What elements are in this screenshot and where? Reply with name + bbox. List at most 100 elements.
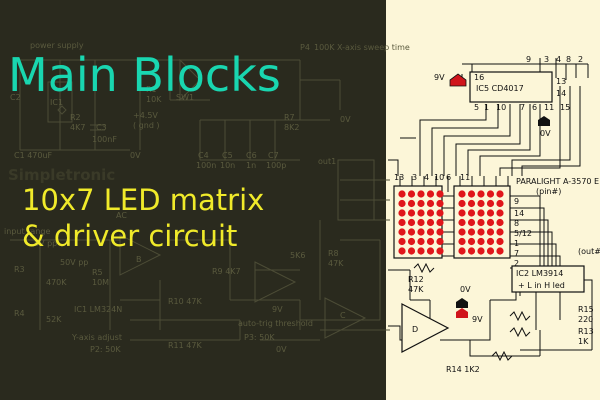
led-dot xyxy=(496,237,504,246)
left-dim-panel xyxy=(0,0,386,400)
c6-label: C6 xyxy=(246,151,257,160)
opamp-triangle-icon xyxy=(401,303,450,353)
row-label-14: 14 xyxy=(514,209,524,218)
col-label-13: 13 xyxy=(394,173,404,182)
led-dot xyxy=(436,218,444,227)
col-label-11: 11 xyxy=(460,173,470,182)
ninev-d-label: 9V xyxy=(472,315,483,324)
led-dot xyxy=(398,218,406,227)
ic5-chip-icon xyxy=(469,71,553,103)
r13-value: 1K xyxy=(578,337,589,346)
row-label-2: 2 xyxy=(514,259,519,268)
col-label-3: 3 xyxy=(412,173,417,182)
led-dot xyxy=(458,228,466,236)
led-dot xyxy=(426,209,435,217)
ic5-pin6: 6 xyxy=(532,103,537,112)
led-dot xyxy=(436,209,444,217)
left-wiring xyxy=(10,59,390,341)
r8-label: R8 xyxy=(328,249,339,258)
led-dot xyxy=(486,209,495,217)
led-dot xyxy=(426,199,435,208)
r10-label: R10 47K xyxy=(168,297,202,306)
c5-value: 10n xyxy=(220,161,235,170)
ic5-pin1: 1 xyxy=(484,103,489,112)
ic2-label: IC2 LM3914 xyxy=(516,269,563,278)
ic-chip-icon xyxy=(337,159,375,221)
out1-label: out1 xyxy=(318,157,336,166)
led-dot xyxy=(417,199,425,208)
c3-value: 100nF xyxy=(92,135,117,144)
ic2-pins-label: + L in H led xyxy=(518,281,565,290)
ic5-label: IC5 CD4017 xyxy=(476,84,524,93)
opamp-triangle-icon xyxy=(179,58,201,102)
r12-label: R12 xyxy=(408,275,424,284)
led-dot xyxy=(477,199,485,208)
led-dot xyxy=(426,218,435,227)
ic5-pin3: 3 xyxy=(544,55,549,64)
led-dot xyxy=(496,199,504,208)
r3-label: R3 xyxy=(14,265,25,274)
led-dot xyxy=(486,247,495,255)
row-label-1: 1 xyxy=(514,239,519,248)
led-dot xyxy=(458,209,466,217)
zerov-d-label: 0V xyxy=(460,285,471,294)
r5-label: R5 xyxy=(92,268,103,277)
r11-label: R11 47K xyxy=(168,341,202,350)
led-dot xyxy=(496,218,504,227)
zerov-c-label: 0V xyxy=(276,345,287,354)
led-dot xyxy=(477,190,485,198)
led-dot xyxy=(398,209,406,217)
r7-value: 8K2 xyxy=(284,123,299,132)
col-label-10: 10 xyxy=(434,173,444,182)
out-hash-label: (out#) xyxy=(578,247,600,256)
led-dot xyxy=(417,218,425,227)
r15-label: R15 xyxy=(578,305,594,314)
col-label-4: 4 xyxy=(424,173,429,182)
led-dot xyxy=(417,190,425,198)
led-dot xyxy=(477,228,485,236)
led-dot xyxy=(407,199,416,208)
zerov-ic5-label: 0V xyxy=(540,129,551,138)
led-dot xyxy=(477,237,485,246)
r2-value: 4K7 xyxy=(70,123,85,132)
p3-label: P3: 50K xyxy=(244,333,275,342)
r12-value: 47K xyxy=(408,285,424,294)
led-dot xyxy=(467,199,476,208)
led-dot xyxy=(477,218,485,227)
led-dot xyxy=(426,247,435,255)
b-block-label: B xyxy=(136,255,142,264)
ic5-pin4: 4 xyxy=(556,55,561,64)
ground-arrow-icon xyxy=(538,116,550,126)
row-label-9: 9 xyxy=(514,197,519,206)
resistor-icon xyxy=(413,262,435,274)
resistor-icon xyxy=(57,105,67,115)
led-dot xyxy=(407,237,416,246)
led-dot xyxy=(467,247,476,255)
r4-value: 52K xyxy=(46,315,62,324)
led-dot xyxy=(477,247,485,255)
voltage-arrow-icon xyxy=(456,308,468,318)
led-dot xyxy=(426,228,435,236)
ac-label: AC xyxy=(116,211,127,220)
led-dot xyxy=(407,228,416,236)
5vpp-label: 5V pp xyxy=(34,239,57,248)
led-dot xyxy=(458,199,466,208)
auto-trig-label: auto-trig threshold xyxy=(238,319,313,328)
col-label-6: 6 xyxy=(446,173,451,182)
led-dot xyxy=(486,190,495,198)
led-dot xyxy=(436,190,444,198)
r15-value: 220 xyxy=(578,315,593,324)
led-dot xyxy=(398,228,406,236)
opamp-triangle-icon xyxy=(119,234,162,276)
ic5-pin16: 16 xyxy=(474,73,484,82)
zerov-a-label: 0V xyxy=(130,151,141,160)
led-dot xyxy=(407,218,416,227)
power-supply-label: power supply xyxy=(30,41,84,50)
row-label-8: 8 xyxy=(514,219,519,228)
pin-hash-label: (pin#) xyxy=(536,187,561,196)
led-dot xyxy=(417,209,425,217)
led-dot xyxy=(398,247,406,255)
c5-label: C5 xyxy=(222,151,233,160)
subtitle-line-2: & driver circuit xyxy=(22,219,237,253)
led-dot xyxy=(467,228,476,236)
